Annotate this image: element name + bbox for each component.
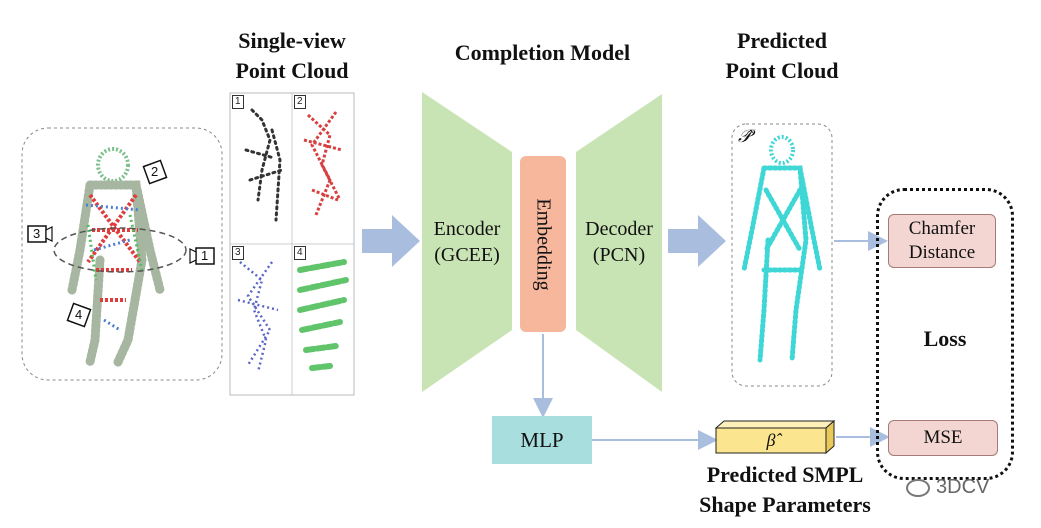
mlp-block: MLP [492, 416, 592, 464]
predicted-cloud-panel [731, 123, 833, 387]
encoder-block [422, 92, 512, 392]
mlp-label: MLP [520, 427, 564, 452]
decoder-label: Decoder (PCN) [585, 218, 653, 266]
camera-label-3: 3 [33, 226, 41, 241]
input-panel [21, 127, 223, 381]
title-single-view: Single-view Point Cloud [235, 28, 349, 83]
flow-arrow-output [668, 215, 726, 267]
single-view-panels [229, 92, 355, 396]
camera-label-4: 4 [75, 307, 83, 322]
loss-box [876, 188, 1014, 480]
camera-label-1: 1 [201, 248, 209, 263]
camera-label-2: 2 [151, 164, 159, 179]
encoder-label: Encoder (GCEE) [433, 218, 501, 266]
watermark-text: 3DCV [936, 476, 990, 498]
embedding-block: Embedding [520, 156, 566, 332]
chamfer-distance-box: Chamfer Distance [888, 214, 996, 268]
beta-parameter-bar [714, 419, 836, 455]
title-predicted-smpl: Predicted SMPL Shape Parameters [699, 462, 871, 517]
decoder-block [576, 94, 662, 392]
flow-arrow-input [362, 215, 420, 267]
p-hat-label: 𝒫̂ [738, 126, 751, 146]
view-label-4: 4 [294, 246, 306, 260]
camera-orbit [53, 227, 187, 273]
title-predicted-cloud: Predicted Point Cloud [725, 28, 839, 83]
beta-label: β̂ [766, 430, 776, 450]
watermark: 3DCV [906, 476, 989, 499]
wechat-icon [906, 478, 930, 497]
embedding-label: Embedding [532, 197, 555, 291]
human-point-cloud-output [741, 135, 823, 363]
view-label-1: 1 [232, 95, 244, 109]
human-point-cloud-input [67, 147, 165, 367]
mse-box: MSE [888, 420, 998, 456]
camera-icon [27, 159, 215, 328]
title-completion-model: Completion Model [454, 40, 631, 65]
view-label-2: 2 [294, 95, 306, 109]
view-label-3: 3 [232, 246, 244, 260]
loss-title: Loss [923, 326, 967, 351]
